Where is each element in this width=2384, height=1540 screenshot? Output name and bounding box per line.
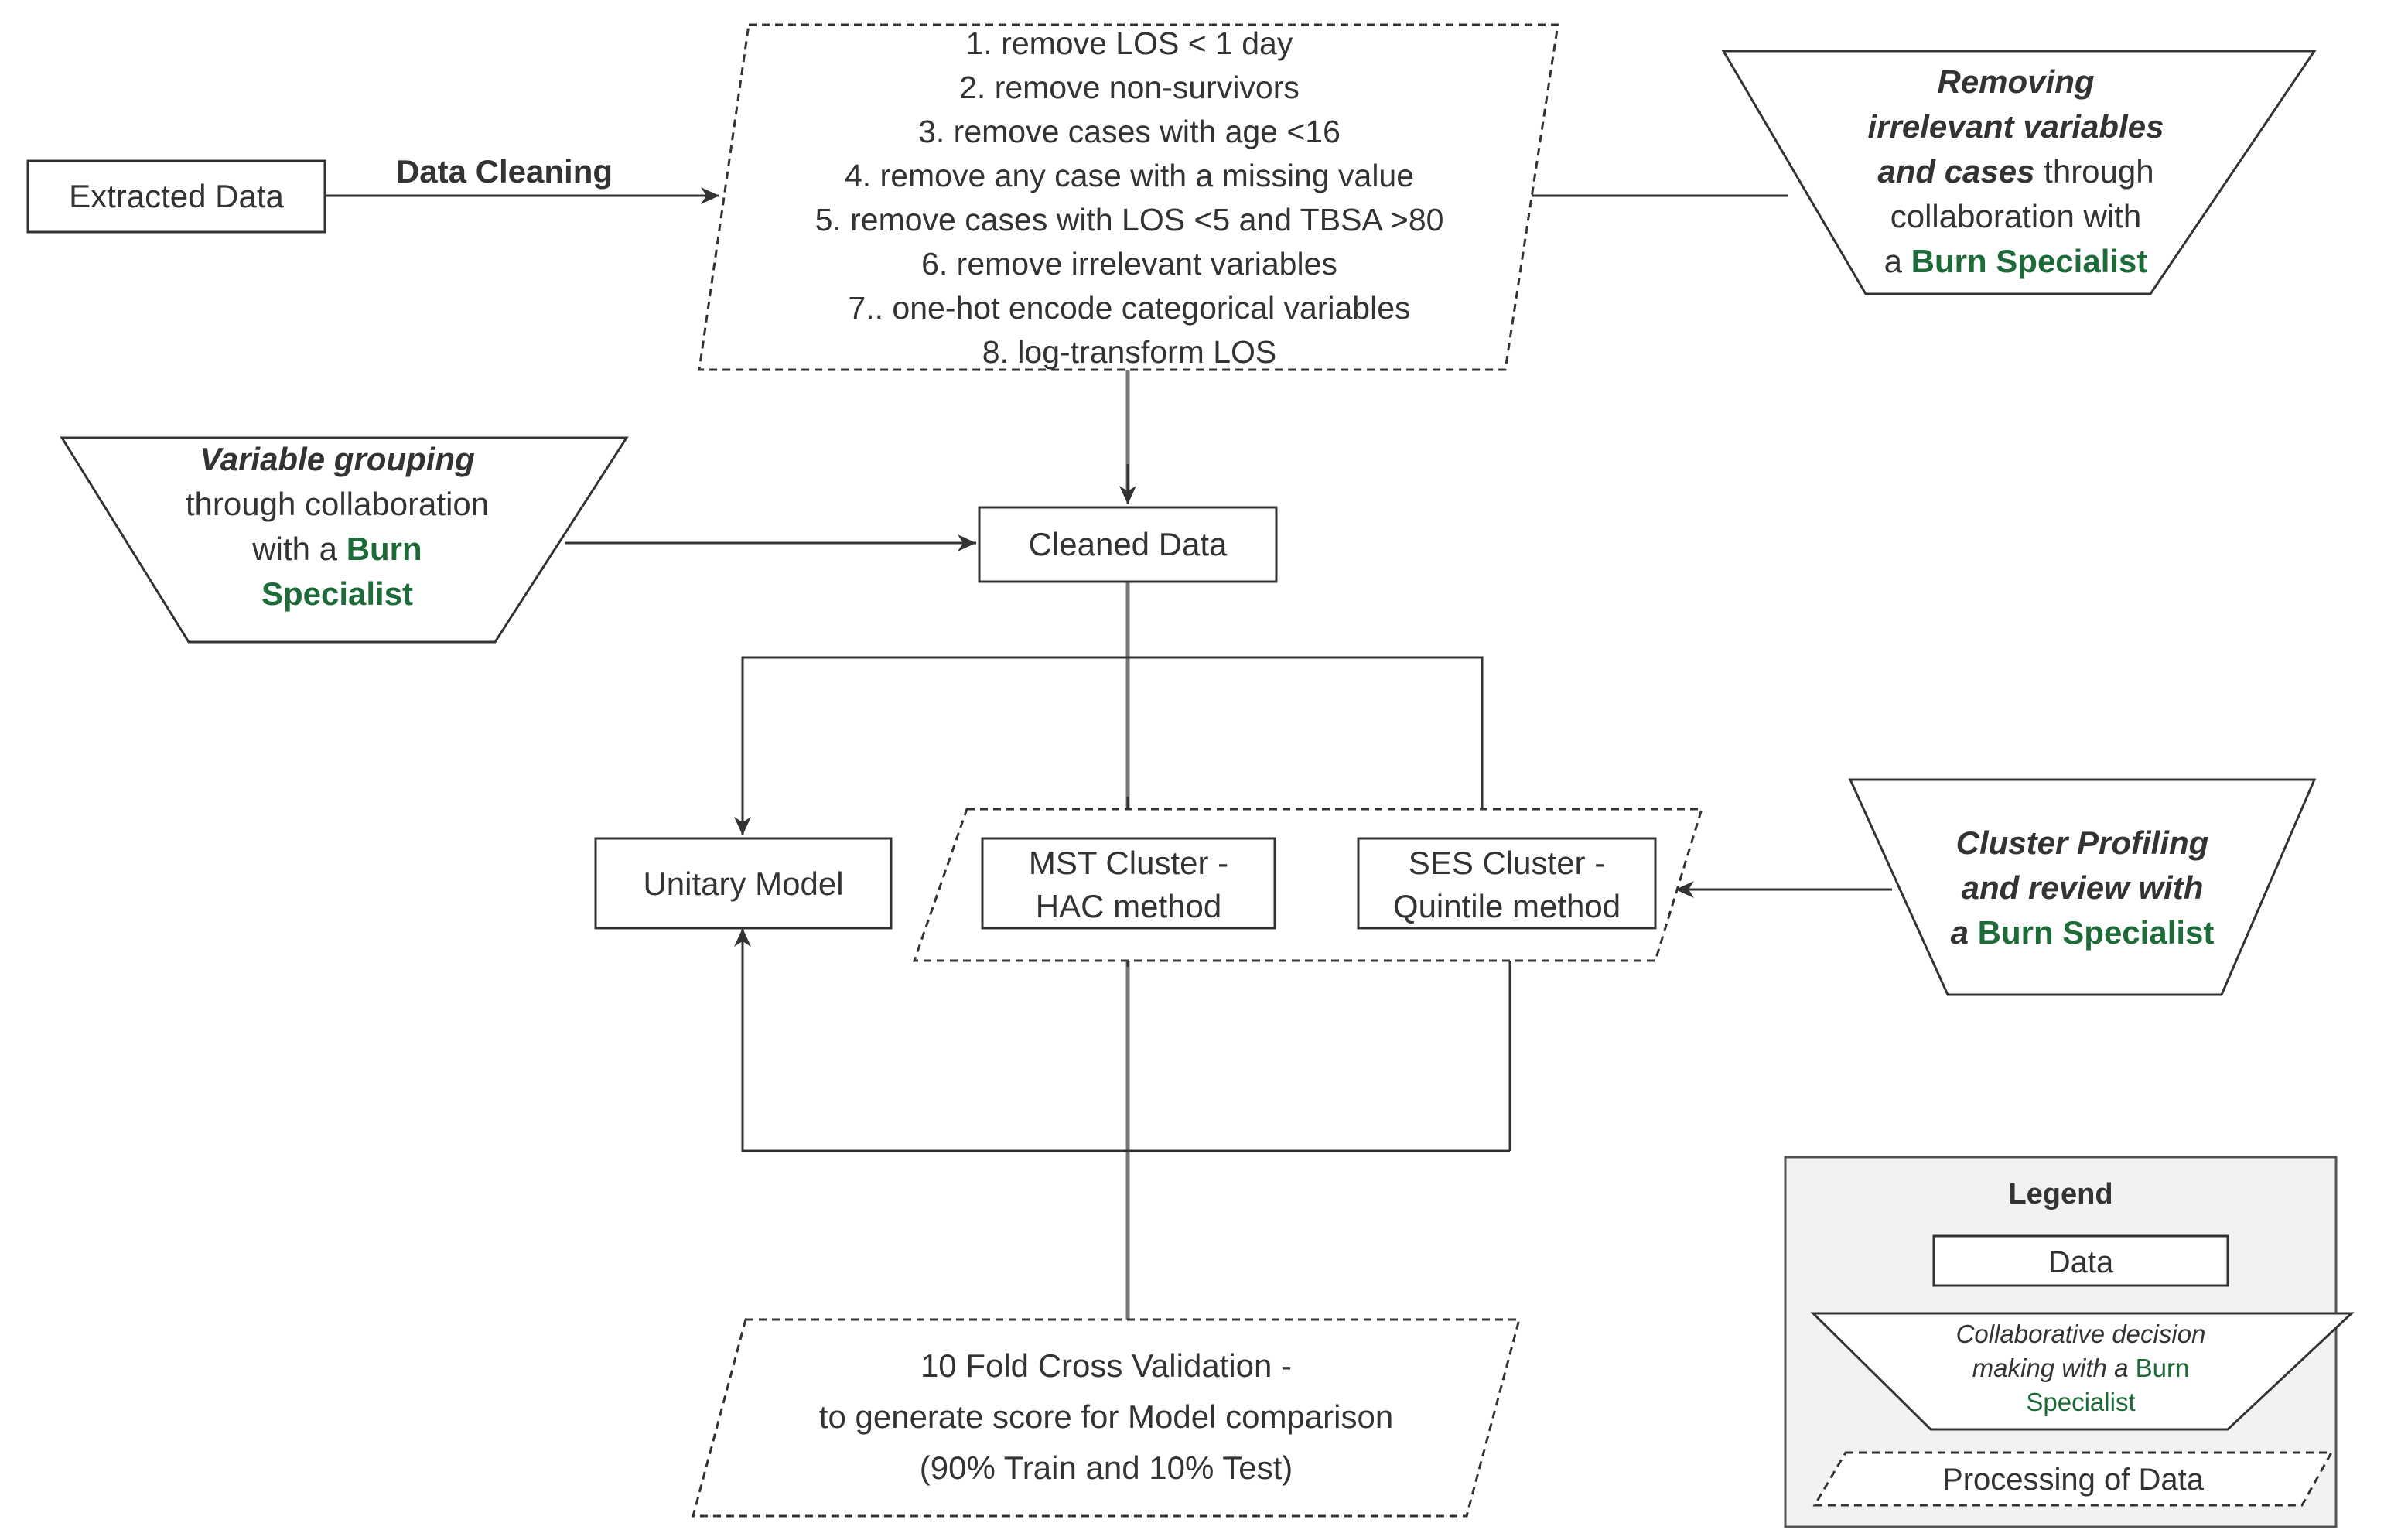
removing-line-4: collaboration with bbox=[1890, 198, 2142, 234]
edge-cleaned-to-ses bbox=[1128, 656, 1491, 835]
cross-validation-line-2: to generate score for Model comparison bbox=[819, 1398, 1393, 1435]
removing-line-2: irrelevant variables bbox=[1868, 108, 2164, 145]
cleaning-step: 2. remove non-survivors bbox=[959, 70, 1300, 105]
cleaned-data-node: Cleaned Data bbox=[978, 506, 1278, 583]
mst-cluster-line-1: MST Cluster - bbox=[1029, 845, 1228, 881]
ses-cluster-line-2: Quintile method bbox=[1393, 888, 1621, 924]
removing-line-1: Removing bbox=[1937, 63, 2094, 100]
cleaning-step: 5. remove cases with LOS <5 and TBSA >80 bbox=[815, 202, 1444, 237]
cleaning-steps-node: 1. remove LOS < 1 day 2. remove non-surv… bbox=[698, 23, 1559, 371]
cross-validation-line-1: 10 Fold Cross Validation - bbox=[920, 1347, 1292, 1384]
legend-title: Legend bbox=[2008, 1178, 2112, 1210]
legend-data-swatch bbox=[1932, 1234, 2229, 1287]
extracted-data-node: Extracted Data bbox=[26, 159, 326, 234]
cleaning-step: 6. remove irrelevant variables bbox=[921, 246, 1337, 282]
legend-collab-swatch bbox=[1810, 1312, 2355, 1431]
edge-cleaned-to-unitary bbox=[734, 656, 1128, 835]
legend-collab-line-1: Collaborative decision bbox=[1956, 1320, 2206, 1348]
legend: Legend Data Collaborative decision makin… bbox=[1784, 1156, 2355, 1528]
mst-cluster-line-2: HAC method bbox=[1036, 888, 1221, 924]
cleaning-step: 4. remove any case with a missing value bbox=[845, 158, 1414, 193]
profiling-line-2: and review with bbox=[1962, 869, 2204, 906]
data-cleaning-label: Data Cleaning bbox=[396, 153, 613, 190]
grouping-line-2: through collaboration bbox=[186, 486, 489, 522]
removing-line-3: and cases through bbox=[1877, 153, 2153, 190]
profiling-line-1: Cluster Profiling bbox=[1956, 825, 2209, 861]
cleaning-step: 1. remove LOS < 1 day bbox=[966, 26, 1293, 61]
cross-validation-line-3: (90% Train and 10% Test) bbox=[920, 1450, 1293, 1486]
legend-processing-swatch bbox=[1812, 1451, 2334, 1507]
grouping-line-4: Specialist bbox=[261, 575, 413, 612]
unitary-model-label: Unitary Model bbox=[643, 866, 843, 902]
mst-cluster-node: MST Cluster - HAC method bbox=[981, 837, 1276, 930]
legend-collab-line-3: Specialist bbox=[2026, 1388, 2135, 1416]
grouping-collaboration-node: Variable grouping through collaboration … bbox=[60, 436, 629, 644]
profiling-collaboration-node: Cluster Profiling and review with a Burn… bbox=[1848, 778, 2317, 996]
grouping-line-3: with a Burn bbox=[251, 531, 422, 567]
ses-cluster-node: SES Cluster - Quintile method bbox=[1357, 837, 1657, 930]
legend-processing-label: Processing of Data bbox=[1942, 1463, 2205, 1497]
cleaning-step: 8. log-transform LOS bbox=[982, 334, 1277, 370]
profiling-line-3: a Burn Specialist bbox=[1951, 914, 2215, 951]
removing-line-5: a Burn Specialist bbox=[1884, 243, 2148, 279]
cleaning-step: 3. remove cases with age <16 bbox=[918, 114, 1341, 149]
unitary-model-node: Unitary Model bbox=[594, 837, 893, 930]
cross-validation-node: 10 Fold Cross Validation - to generate s… bbox=[692, 1318, 1521, 1518]
edge-cv-to-unitary bbox=[734, 928, 1510, 1152]
cleaned-data-label: Cleaned Data bbox=[1029, 526, 1228, 562]
grouping-line-1: Variable grouping bbox=[200, 441, 474, 477]
legend-data-label: Data bbox=[2048, 1245, 2114, 1279]
legend-collab-line-2: making with a Burn bbox=[1972, 1354, 2190, 1382]
ses-cluster-line-1: SES Cluster - bbox=[1409, 845, 1605, 881]
cleaning-step: 7.. one-hot encode categorical variables bbox=[848, 290, 1410, 326]
removing-collaboration-node: Removing irrelevant variables and cases … bbox=[1721, 50, 2317, 295]
extracted-data-label: Extracted Data bbox=[69, 178, 284, 214]
